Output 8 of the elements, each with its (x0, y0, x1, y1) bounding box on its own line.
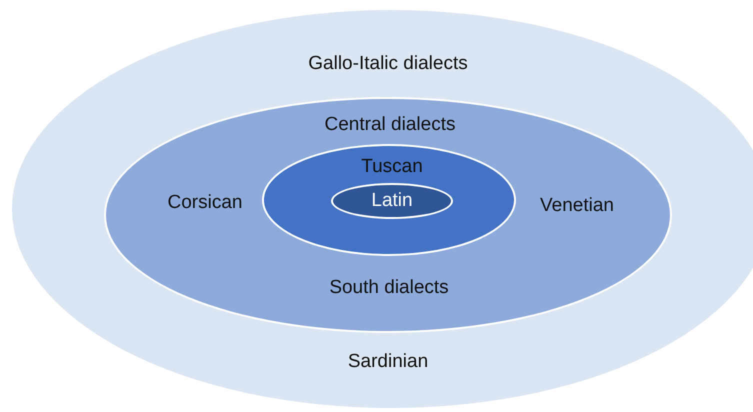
region-label: South dialects (329, 277, 449, 299)
region-label: Central dialects (324, 114, 456, 136)
region-label: Gallo-Italic dialects (308, 53, 468, 75)
region-label: Tuscan (361, 156, 423, 178)
region-label: Latin (371, 190, 413, 212)
region-label: Corsican (168, 192, 242, 214)
region-label: Venetian (540, 195, 614, 217)
region-label: Sardinian (348, 351, 428, 373)
